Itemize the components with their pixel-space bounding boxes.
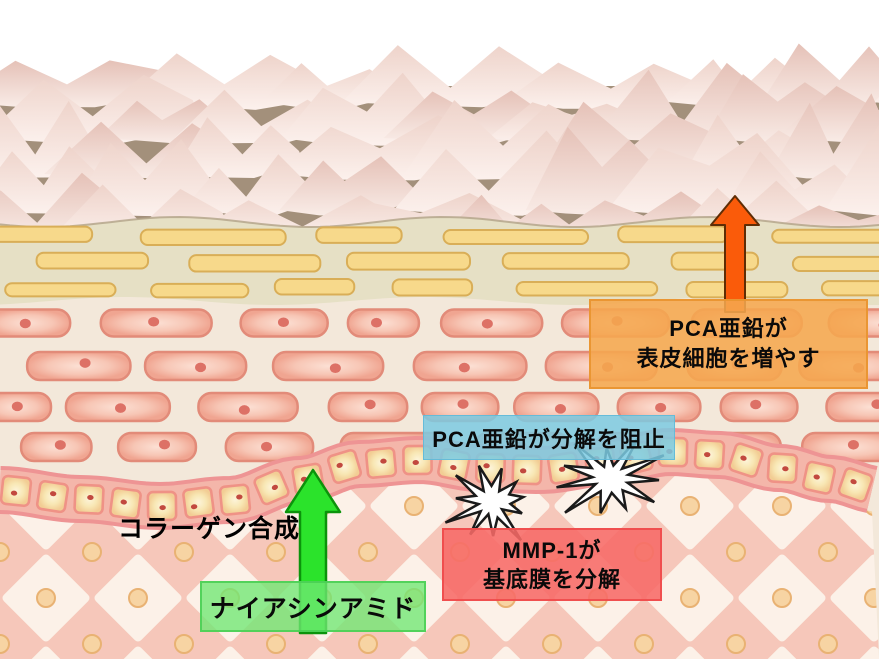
label-line: ナイアシンアミド <box>209 594 417 623</box>
pca-up-arrow-icon <box>710 195 760 313</box>
label-line: 基底膜を分解 <box>482 566 621 592</box>
label-pca-zinc-inhibit: PCA亜鉛が分解を阻止 <box>423 415 675 460</box>
label-mmp1-degrades: MMP-1が 基底膜を分解 <box>442 528 662 601</box>
label-niacinamide: ナイアシンアミド <box>200 581 426 632</box>
niacinamide-up-arrow-icon <box>284 468 342 635</box>
label-line: PCA亜鉛が <box>669 316 788 341</box>
label-pca-zinc-epidermis: PCA亜鉛が 表皮細胞を増やす <box>589 299 868 389</box>
membrane-break-burst-icon <box>556 436 665 514</box>
label-collagen-synthesis: コラーゲン合成 <box>118 515 301 543</box>
label-line: 表皮細胞を増やす <box>636 346 821 371</box>
label-line: PCA亜鉛が分解を阻止 <box>432 426 666 452</box>
label-line: MMP-1が <box>502 537 602 563</box>
